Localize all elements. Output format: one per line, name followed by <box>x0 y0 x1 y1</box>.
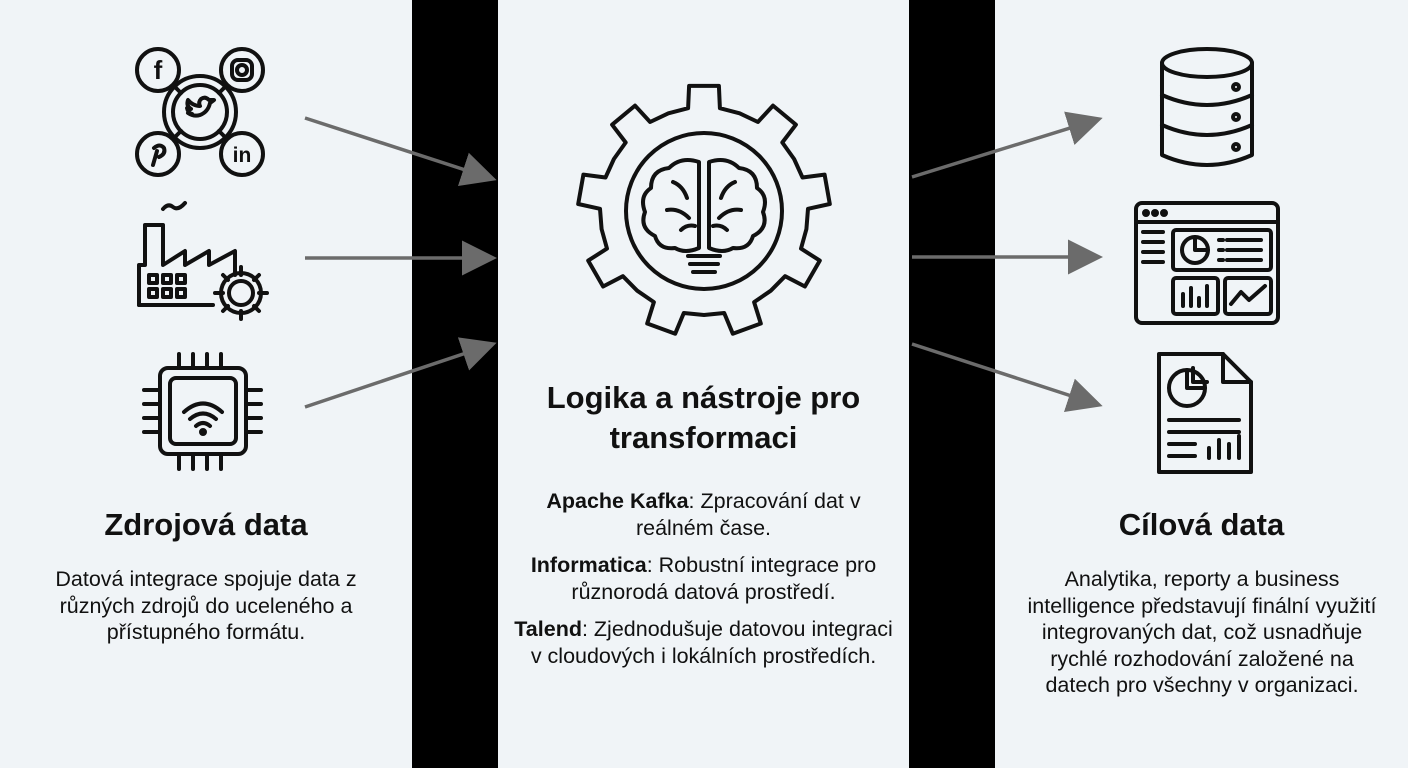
transform-panel: Logika a nástroje pro transformaci Apach… <box>498 0 909 768</box>
tool-item-talend: Talend: Zjednodušuje datovou integraci v… <box>508 616 899 669</box>
source-title: Zdrojová data <box>104 507 308 542</box>
source-description: Datová integrace spojuje data z různých … <box>55 567 357 644</box>
iot-chip-icon <box>142 352 263 471</box>
database-icon <box>1160 47 1254 167</box>
tool-item-kafka: Apache Kafka: Zpracování dat v reálném č… <box>508 488 899 541</box>
tool-text: : Zjednodušuje datovou integraci v cloud… <box>530 617 893 668</box>
target-description: Analytika, reporty a business intelligen… <box>1027 567 1377 697</box>
tool-name: Apache Kafka <box>546 489 689 513</box>
tool-text: : Zpracování dat v reálném čase. <box>635 489 861 540</box>
arrow-transform-to-database <box>911 111 1103 179</box>
target-title: Cílová data <box>1118 507 1285 542</box>
tool-text: : Robustní integrace pro různorodá datov… <box>571 553 877 604</box>
arrow-transform-to-report <box>911 342 1103 412</box>
facebook-icon: f <box>154 55 163 85</box>
tool-list: Apache Kafka: Zpracování dat v reálném č… <box>508 488 899 680</box>
report-icon <box>1157 352 1253 474</box>
tool-item-informatica: Informatica: Robustní integrace pro různ… <box>508 552 899 605</box>
tool-name: Informatica <box>530 553 647 577</box>
arrow-social-to-transform <box>304 116 497 187</box>
gear-brain-icon <box>576 83 832 336</box>
target-panel: Cílová data Analytika, reporty a busines… <box>995 0 1408 768</box>
social-network-icon: f in <box>135 47 265 177</box>
arrow-iot-to-transform <box>304 337 497 409</box>
dashboard-icon <box>1134 201 1280 325</box>
tool-name: Talend <box>514 617 582 641</box>
linkedin-icon: in <box>233 144 252 167</box>
source-panel: f in Zdrojová data Dat <box>0 0 412 768</box>
transform-title: Logika a nástroje pro transformaci <box>546 380 861 455</box>
factory-icon <box>137 201 269 321</box>
